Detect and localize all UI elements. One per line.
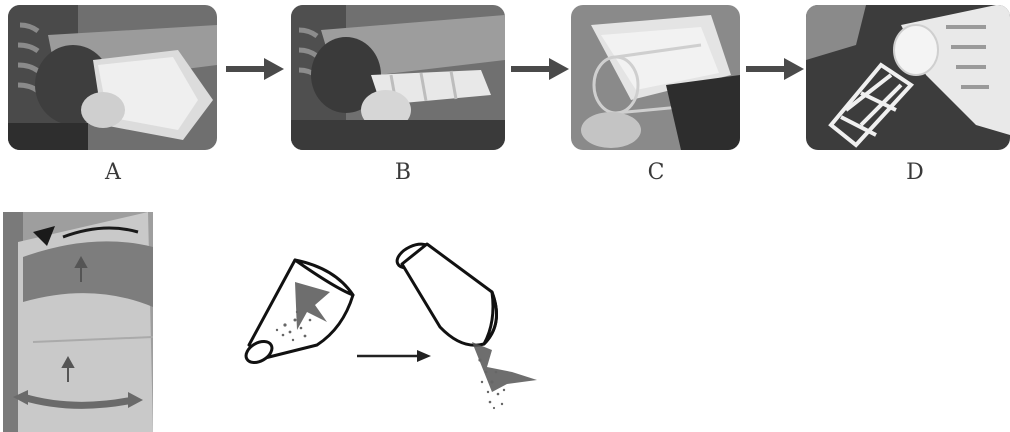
photo-step-d [806, 5, 1010, 150]
photo-step-b [291, 5, 505, 150]
photo-step-c [571, 5, 740, 150]
arrow-b-to-c-icon [511, 58, 569, 80]
filter-cone-upright-illustration [235, 250, 365, 375]
photo-bag-rotation [3, 212, 153, 432]
arrow-a-to-b-icon [226, 58, 284, 80]
arrow-c-to-d-icon [746, 58, 804, 80]
step-label-c: C [636, 160, 676, 185]
filter-cone-emptying-illustration [392, 232, 542, 412]
step-label-d: D [895, 160, 935, 185]
step-label-a: A [93, 160, 133, 185]
step-label-b: B [383, 160, 423, 185]
photo-step-a [8, 5, 217, 150]
